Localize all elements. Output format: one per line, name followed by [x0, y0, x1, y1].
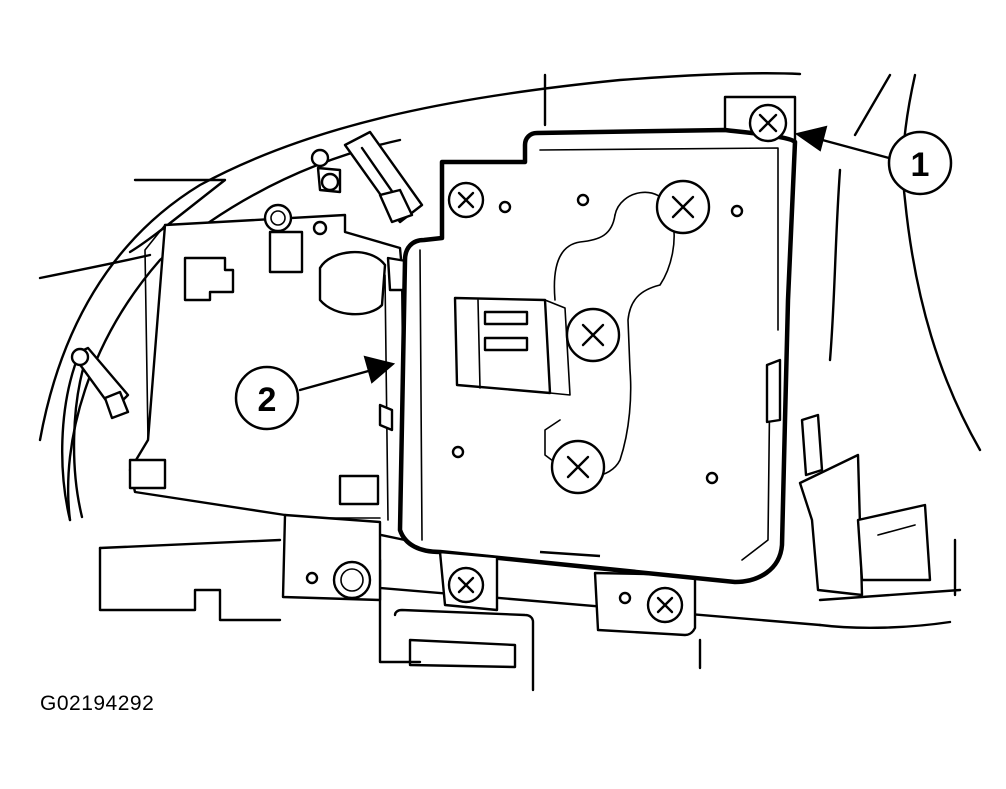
mounting-screw: [748, 103, 788, 143]
phillips-screw-icon: [447, 181, 485, 219]
phillips-screw-icon: [438, 550, 499, 612]
phillips-screw-icon: [550, 439, 606, 495]
callout-1: 1: [794, 125, 953, 196]
phillips-screw-icon: [565, 307, 621, 363]
callout-2: 2: [234, 355, 396, 431]
side-bracket: [798, 413, 932, 597]
callout-1-number: 1: [911, 146, 930, 184]
callout-2-number: 2: [258, 381, 277, 419]
phillips-screw-icon: [655, 179, 711, 235]
wire-harness: [61, 346, 130, 522]
clip-connector: [310, 130, 424, 224]
lower-bracket: [281, 513, 382, 602]
figure-id-label: G02194292: [40, 692, 155, 715]
phillips-screw-icon: [646, 586, 684, 624]
